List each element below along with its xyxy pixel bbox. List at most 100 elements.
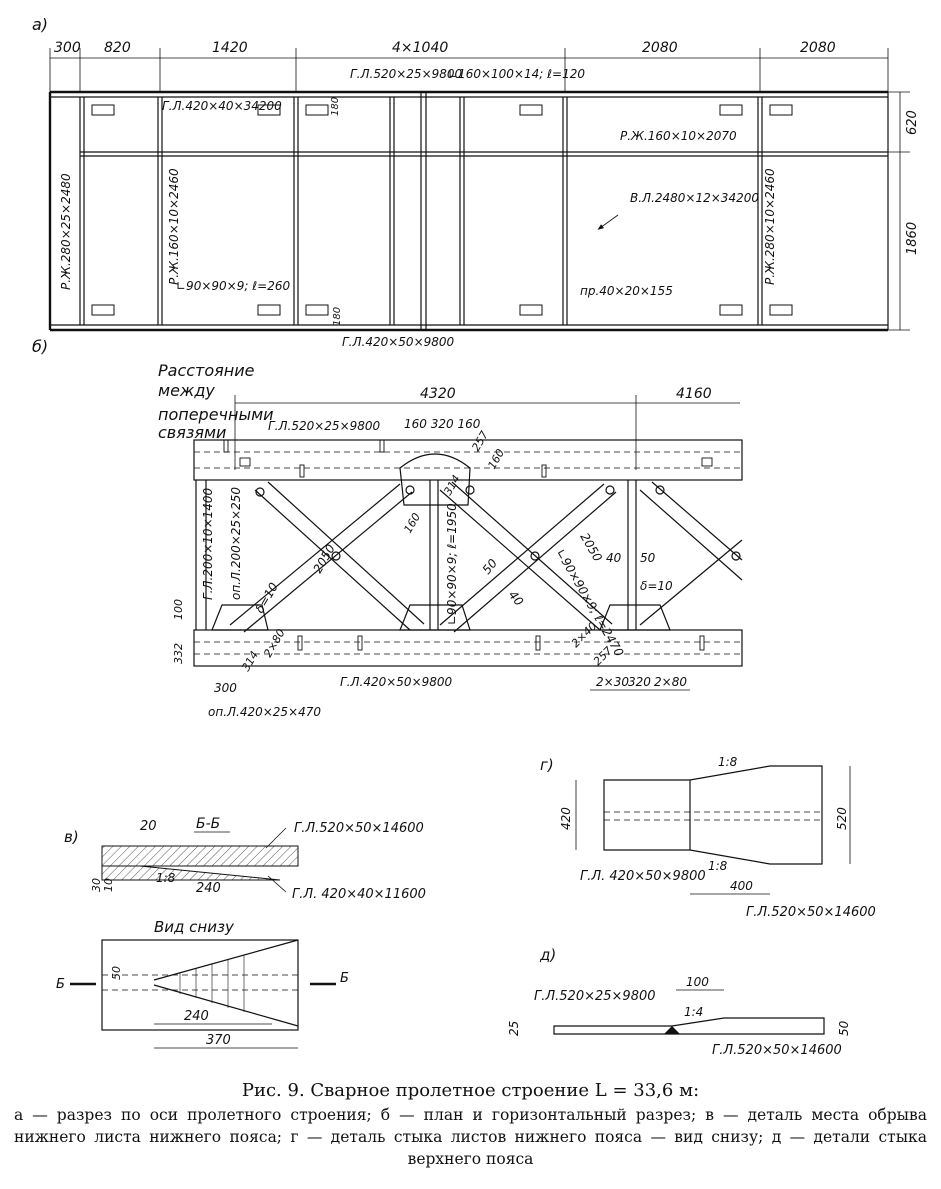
view-a-note-180-top: 180: [330, 97, 341, 116]
view-v-dim-10: 10: [102, 878, 115, 892]
view-b-note-50a: 50: [640, 551, 656, 565]
view-a-note-strip: пр.40×20×155: [580, 284, 673, 298]
view-b-note-gusset-dims: 160 320 160: [404, 417, 481, 431]
view-a-note-stiffener-right: Р.Ж.280×10×2460: [763, 168, 777, 285]
view-b-note-angle-main: ∟90×90×9; ℓ=1950: [445, 503, 459, 625]
view-g-slope-bottom: 1:8: [708, 859, 728, 873]
view-b-dim-4160: 4160: [676, 386, 712, 402]
view-d-slope: 1:4: [684, 1005, 703, 1019]
view-v-section-mark-left: Б: [56, 977, 65, 992]
view-a-note-angle-top: ∟160×100×14; ℓ=120: [448, 67, 585, 81]
view-a-note-angle-bottom: ∟90×90×9; ℓ=260: [176, 279, 290, 293]
view-d-dim-25: 25: [507, 1021, 521, 1036]
view-b-note-314b: 314: [239, 649, 261, 674]
view-a-label: а): [32, 15, 48, 34]
view-a-note-bottom-plate: Г.Л.420×50×9800: [342, 335, 455, 349]
view-b-cross-label-2: между: [158, 381, 215, 400]
view-b-note-2x80a: 2×80: [261, 627, 287, 660]
view-a-vertical-stiffeners: [79, 97, 763, 325]
view-g-detail: г) 1:8 1:8 420 520 400 Г.Л. 420×50×9800 …: [540, 755, 876, 920]
view-b-note-100: 100: [172, 599, 185, 620]
view-b-note-bottom-plate: Г.Л.420×50×9800: [340, 675, 453, 689]
view-a-dim-ticks: [49, 48, 889, 92]
view-b-note-support-plate: оп.Л.420×25×470: [208, 705, 321, 719]
view-a-note-stiffener-h: Р.Ж.160×10×2070: [620, 129, 737, 143]
view-a-note-180-bottom: 180: [332, 307, 343, 326]
view-v-label: в): [64, 828, 79, 846]
view-b-dim-2x80: 2×80: [654, 675, 687, 689]
view-v-bottom-view: [101, 939, 299, 1031]
view-b-note-delta-right: δ=10: [640, 579, 673, 593]
view-a-dim-2080b: 2080: [800, 40, 836, 56]
view-g-plate-right: Г.Л.520×50×14600: [746, 905, 876, 920]
view-d-label: д): [539, 946, 556, 964]
view-b-cross-label-4: связями: [158, 423, 226, 442]
view-b-dim-2x30: 2×30: [596, 675, 629, 689]
figure-title: Рис. 9. Сварное пролетное строение L = 3…: [241, 1080, 700, 1101]
view-b-note-300: 300: [214, 681, 237, 695]
view-v-taper: [153, 939, 299, 1027]
view-b-gussets: [211, 453, 741, 631]
view-a-dim-1420: 1420: [212, 40, 248, 56]
view-g-dim-520: 520: [835, 807, 849, 830]
view-b-note-top-plate: Г.Л.520×25×9800: [268, 419, 381, 433]
view-a-bolt-groups: [91, 104, 793, 316]
view-b-note-314a: 314: [441, 473, 463, 498]
view-d-plate-left: Г.Л.520×25×9800: [534, 989, 656, 1004]
view-d-plate-right: Г.Л.520×50×14600: [712, 1043, 842, 1058]
view-v-slope: 1:8: [156, 871, 176, 885]
view-b-cross-label-1: Расстояние: [158, 361, 255, 380]
view-b-top-chord: [193, 439, 743, 481]
view-v-dim-30: 30: [90, 878, 103, 892]
figure-legend: а — разрез по оси пролетного строения; б…: [14, 1106, 927, 1168]
view-b-note-plate-left-2: оп.Л.200×25×250: [229, 487, 243, 600]
view-b-lattice: [195, 480, 743, 633]
engineering-drawing: а) 300 820 1420 4×1040 2080 2080: [32, 15, 920, 1058]
view-v-plate-top: [101, 845, 299, 867]
view-b-note-257: 257: [469, 429, 491, 454]
view-g-dim-400: 400: [730, 879, 753, 893]
view-b-dim-4320: 4320: [420, 386, 456, 402]
view-b-note-160b: 160: [401, 511, 423, 536]
view-a-note-web: В.Л.2480×12×34200: [630, 191, 759, 205]
view-a-dim-4x1040: 4×1040: [392, 40, 448, 56]
view-v-dim-240b: 240: [184, 1009, 209, 1024]
view-b-cross-label-3: поперечными: [158, 405, 274, 424]
view-v-dim-50: 50: [110, 966, 123, 980]
view-b-dim-320: 320: [628, 675, 651, 689]
view-g-plate-left: Г.Л. 420×50×9800: [580, 869, 706, 884]
view-d-dim-100: 100: [686, 975, 709, 989]
view-v-plate-bottom: [101, 865, 281, 881]
view-b-note-plate-left-1: Г.Л.200×10×1400: [201, 487, 215, 600]
view-a-dim-2080a: 2080: [642, 40, 678, 56]
view-v-dim-240a: 240: [196, 881, 221, 896]
view-g-slope-top: 1:8: [718, 755, 738, 769]
view-b-note-160a: 160: [485, 447, 507, 472]
view-b-slots: [223, 439, 713, 651]
view-d-plates: [553, 1017, 825, 1035]
view-v-view-from-below: Вид снизу: [154, 918, 235, 936]
view-g-dim-420: 420: [559, 807, 573, 830]
view-a-note-top-plate-splice: Г.Л.520×25×9800: [350, 67, 463, 81]
view-b-note-40a: 40: [606, 551, 622, 565]
view-v-section: Б-Б: [196, 816, 220, 832]
view-g-plates: [603, 765, 823, 865]
view-a-note-stiffener-mid: Р.Ж.160×10×2460: [167, 168, 181, 285]
view-b-label: б): [32, 337, 48, 356]
view-b-note-2050a: 2050: [310, 542, 338, 576]
view-v-detail: в) Б-Б 20 30 10 1:8 240 Г.Л.520×50×14600…: [56, 816, 426, 1049]
view-a-note-stiffener-end: Р.Ж.280×25×2480: [59, 173, 73, 290]
view-v-plate-bottom-label: Г.Л. 420×40×11600: [292, 887, 426, 902]
view-v-dim-370: 370: [206, 1033, 231, 1048]
view-d-detail: д) 100 1:4 25 50 Г.Л.520×25×9800 Г.Л.520…: [507, 946, 851, 1058]
view-a-dim-620: 620: [905, 110, 920, 135]
view-a-elevation: а) 300 820 1420 4×1040 2080 2080: [32, 15, 920, 349]
view-b-note-2050b: 2050: [577, 531, 605, 565]
view-v-plate-top-label: Г.Л.520×50×14600: [294, 821, 424, 836]
view-a-dim-300: 300: [54, 40, 81, 56]
view-b-note-40b: 40: [506, 588, 527, 609]
view-d-dim-50: 50: [837, 1020, 851, 1036]
view-g-label: г): [540, 756, 554, 774]
view-b-note-delta-left: δ=10: [252, 580, 281, 616]
view-b-note-50b: 50: [480, 556, 501, 577]
